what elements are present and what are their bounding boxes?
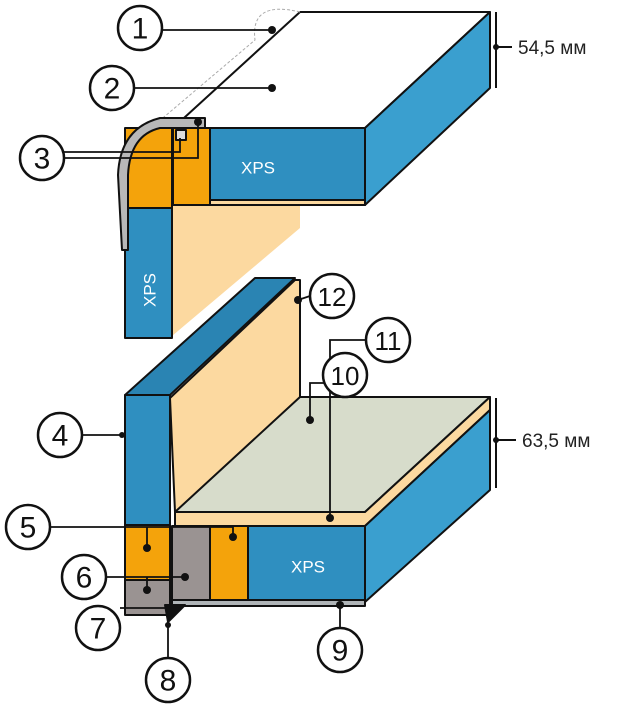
callout-7-label: 7 (90, 613, 107, 646)
callout-5 (4, 503, 52, 551)
callout-10-label: 10 (331, 361, 360, 391)
callout-4-label: 4 (52, 420, 69, 453)
callout-2 (88, 64, 136, 112)
corner-profile (164, 604, 186, 623)
callout-8-label: 8 (160, 665, 177, 698)
bottom-xps-label: XPS (291, 558, 325, 577)
callout-9-label: 9 (332, 635, 349, 668)
bottom-orange-strip (209, 525, 249, 603)
bottom-gray-strip (171, 599, 366, 607)
callout-11-label: 11 (375, 326, 402, 356)
callout-8 (144, 656, 192, 704)
callout-10 (321, 351, 369, 399)
callout-1-label: 1 (132, 13, 149, 46)
beige-wall-bottom (169, 279, 301, 513)
callout-12-label: 12 (318, 282, 347, 312)
callout-7 (74, 604, 122, 652)
callout-1 (116, 4, 164, 52)
callout-6-label: 6 (76, 562, 93, 595)
callout-4 (36, 411, 84, 459)
callout-2-label: 2 (104, 73, 121, 106)
callout-3 (18, 134, 66, 182)
vertical-panel-xps (124, 394, 171, 526)
callout-9 (316, 626, 364, 674)
callout-12 (308, 272, 356, 320)
dimension-top: 54,5 мм (518, 38, 586, 59)
top-vertical-xps (124, 207, 173, 339)
vertical-xps-label: XPS (141, 273, 160, 307)
dimension-bottom: 63,5 мм (522, 431, 590, 452)
top-slab-dashed-edge (124, 8, 301, 151)
vertical-panel-gray (124, 579, 171, 616)
bottom-gray-block (171, 525, 211, 603)
top-xps-panel (209, 127, 366, 206)
callout-5-label: 5 (20, 512, 37, 545)
callout-11 (364, 316, 412, 364)
edge-fastener (175, 129, 187, 141)
top-slab-bottom-strip (209, 199, 366, 206)
top-xps-label: XPS (241, 159, 275, 178)
bottom-xps-panel (247, 525, 366, 603)
callout-6 (60, 553, 108, 601)
beige-wall-top (172, 205, 300, 336)
callout-3-label: 3 (34, 143, 51, 176)
